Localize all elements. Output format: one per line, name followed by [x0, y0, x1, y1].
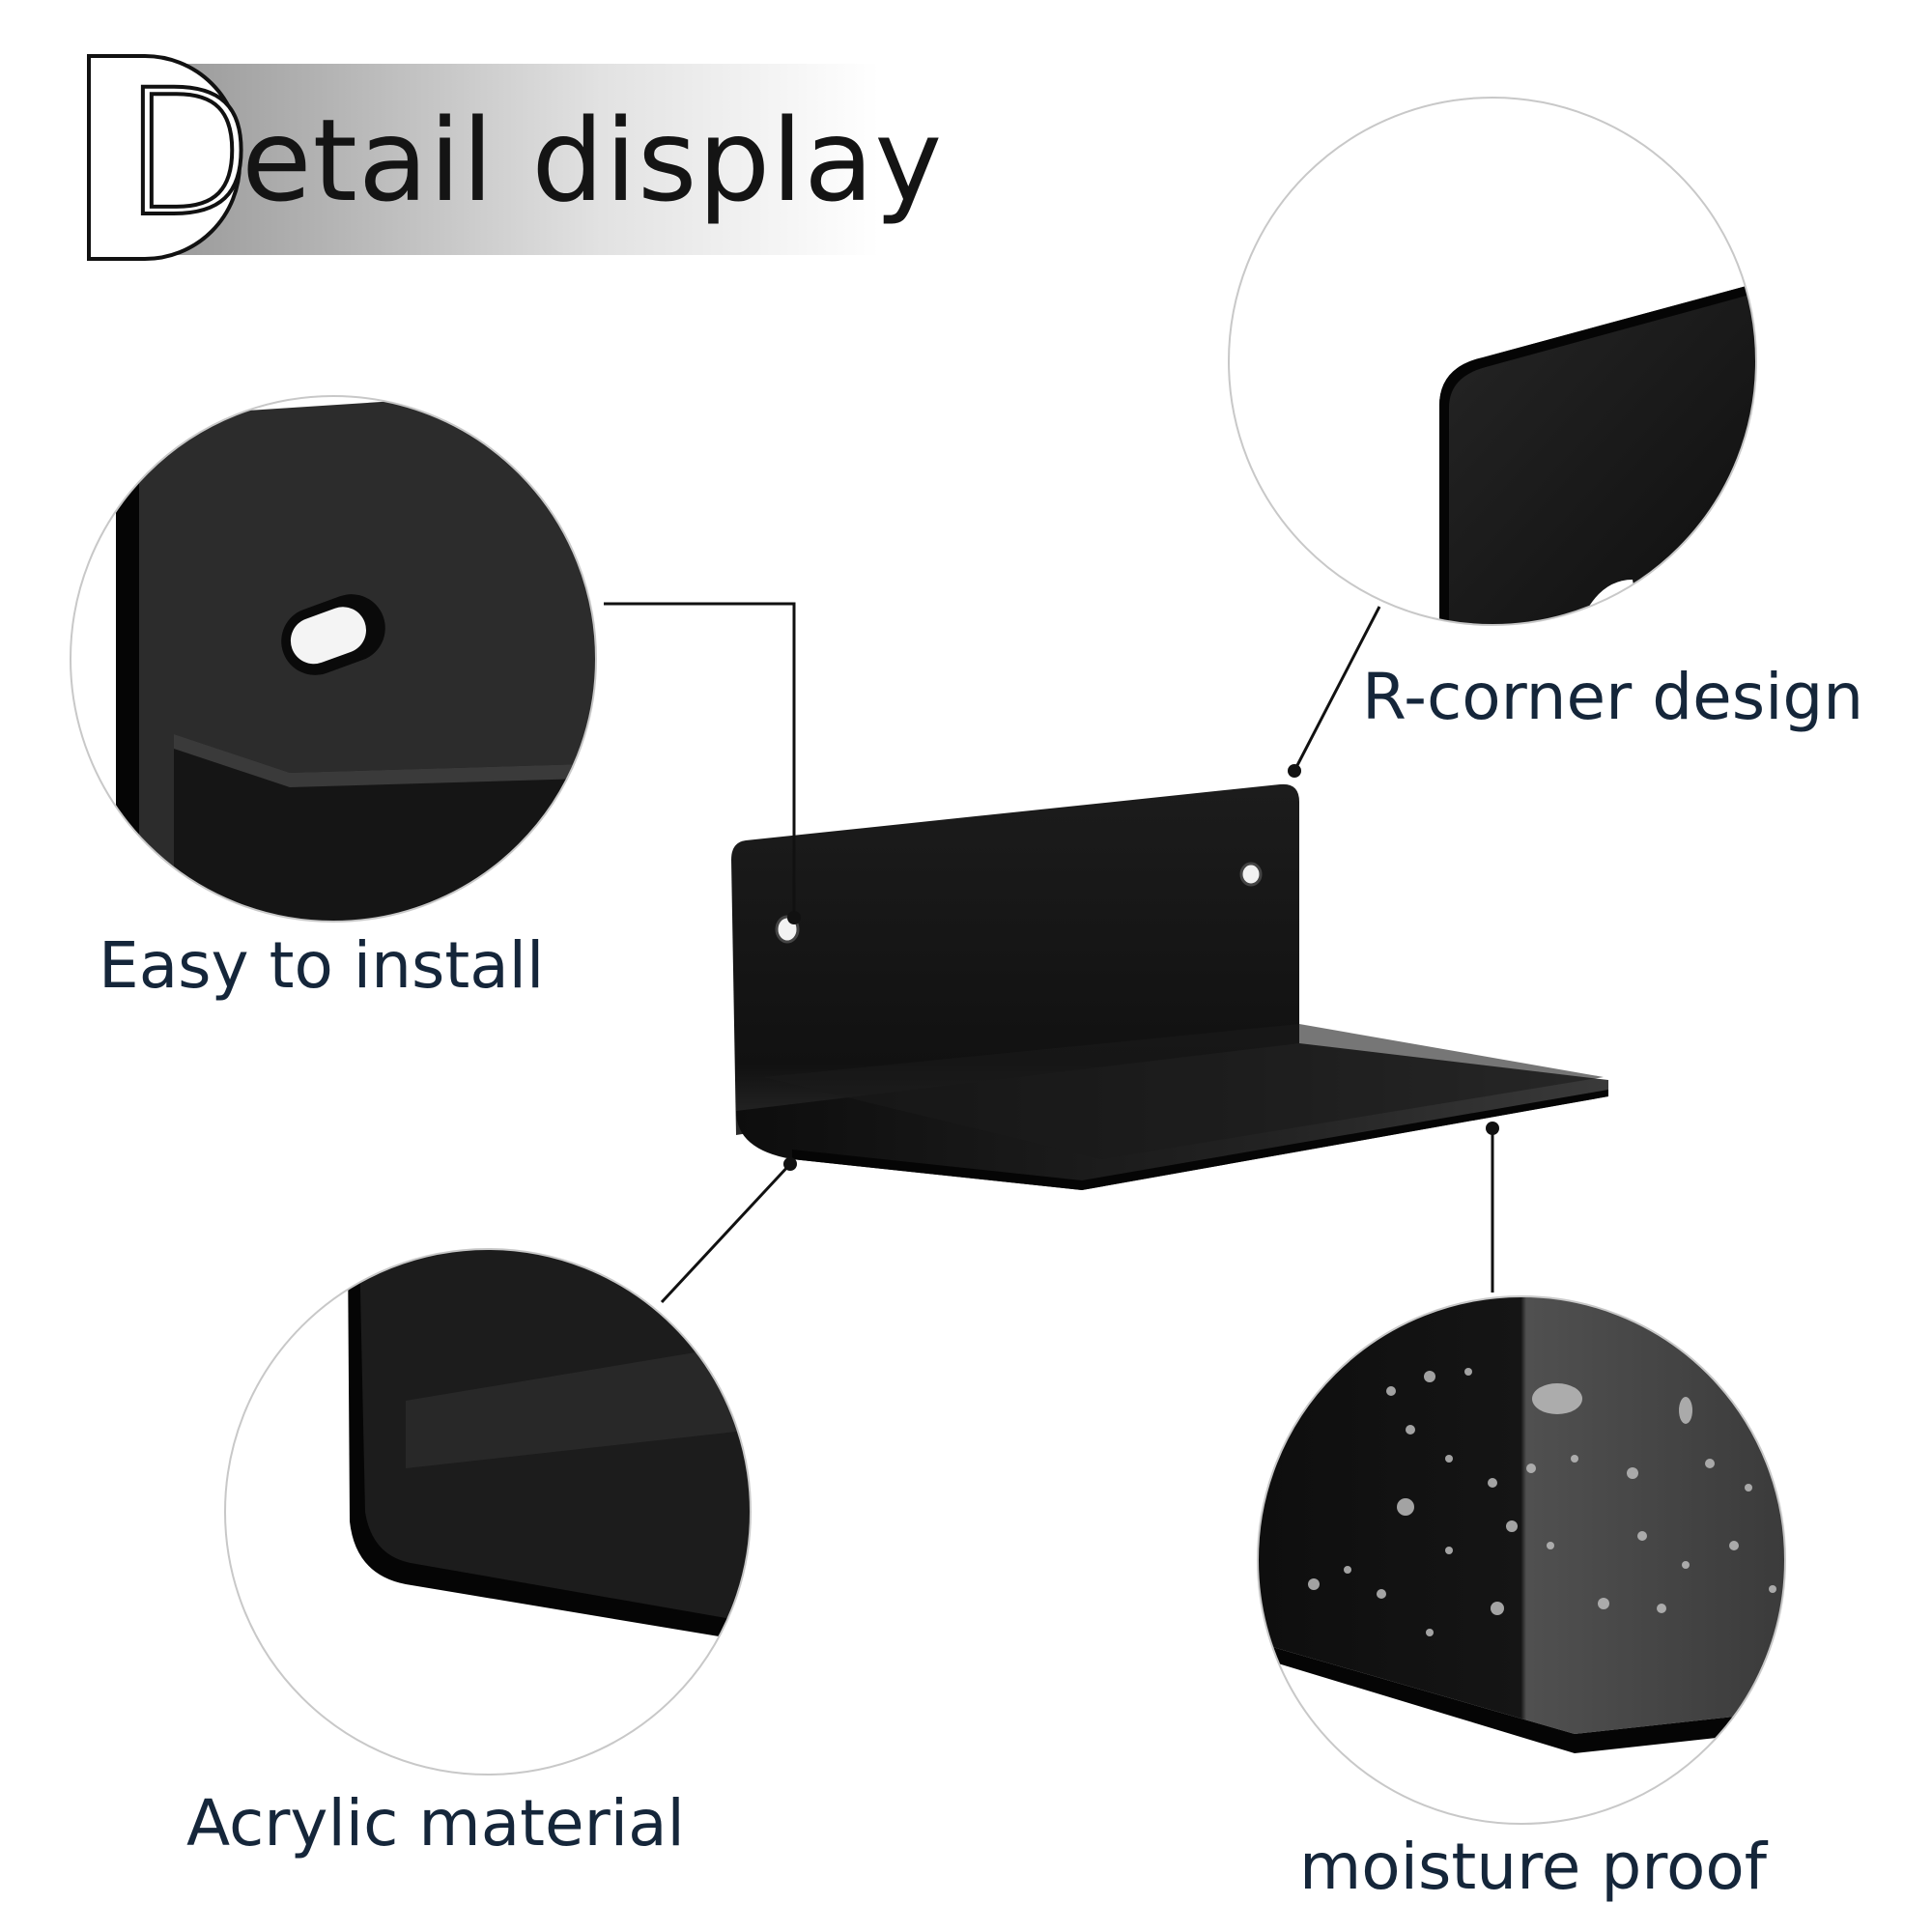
- header-initial-frame: [87, 54, 242, 261]
- callout-rcorner: [1293, 606, 1381, 772]
- page-title: etail display: [242, 94, 944, 227]
- callout-lines: [604, 602, 1499, 1304]
- shelf-image: [731, 783, 1608, 1190]
- feature-label-r-corner: R-corner design: [1362, 660, 1864, 734]
- detail-circle-acrylic: [224, 1248, 752, 1776]
- water-droplets: [1308, 1368, 1776, 1636]
- detail-circle-moisture: [1257, 1295, 1786, 1825]
- feature-label-easy-install: Easy to install: [99, 928, 545, 1003]
- detail-circle-rcorner: [1228, 97, 1757, 626]
- feature-label-moisture: moisture proof: [1299, 1830, 1767, 1904]
- detail-circle-install: [70, 395, 597, 923]
- callout-install: [604, 602, 796, 918]
- mounting-hole-right: [1239, 862, 1263, 887]
- feature-label-acrylic: Acrylic material: [186, 1786, 685, 1861]
- callout-acrylic: [660, 1162, 792, 1304]
